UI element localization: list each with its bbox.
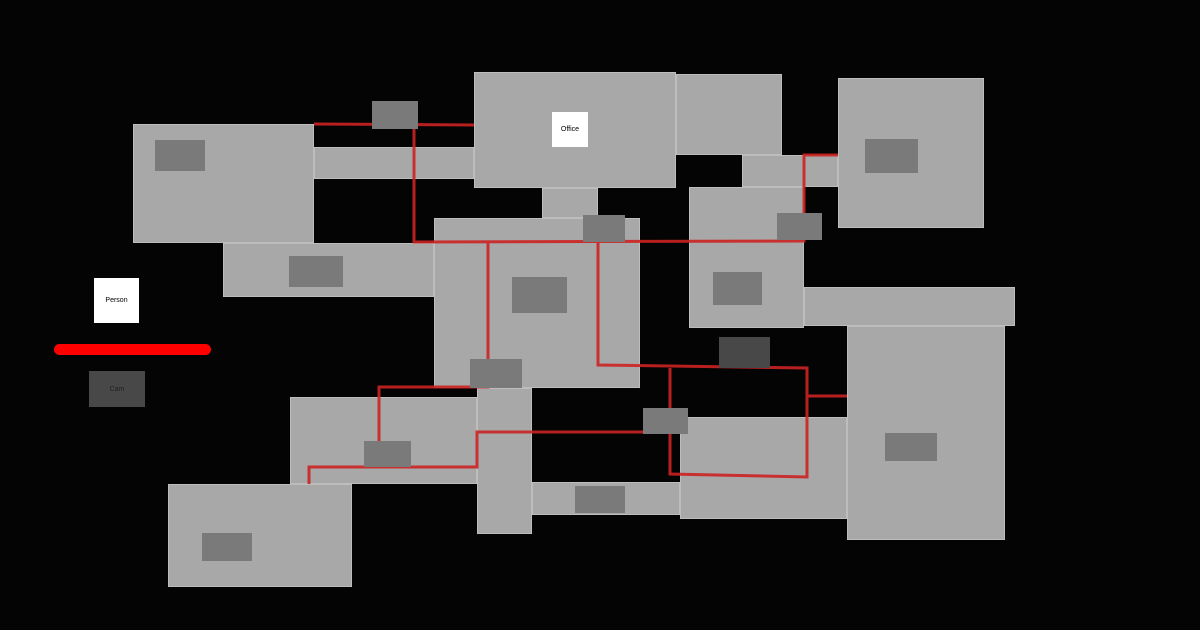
corridor-south-central [477, 388, 532, 534]
camera-6[interactable] [777, 213, 822, 240]
path-east [596, 242, 809, 479]
legend-camera: Cam [89, 371, 145, 407]
office-doorway [542, 188, 598, 218]
corridor-west [314, 147, 474, 179]
room-south-west [290, 397, 477, 484]
legend-person: Person [94, 278, 139, 323]
camera-4[interactable] [512, 277, 567, 313]
room-north-east [676, 74, 782, 155]
legend-path-line [54, 344, 211, 355]
camera-2[interactable] [155, 140, 205, 171]
camera-5[interactable] [583, 215, 625, 242]
camera-3[interactable] [289, 256, 343, 287]
corridor-east [804, 287, 1015, 326]
corridor-north-east [742, 155, 838, 187]
camera-15[interactable] [202, 533, 252, 561]
path-north-loop [412, 124, 838, 244]
camera-8[interactable] [713, 272, 762, 305]
camera-1[interactable] [372, 101, 418, 129]
room-south-west-lower [168, 484, 352, 587]
room-south-east [680, 417, 847, 519]
camera-7[interactable] [865, 139, 918, 173]
camera-12[interactable] [364, 441, 411, 467]
camera-13[interactable] [575, 486, 625, 513]
camera-11[interactable] [643, 408, 688, 434]
path-south [307, 430, 670, 484]
path-west [377, 242, 490, 467]
camera-9[interactable] [719, 337, 770, 368]
camera-10[interactable] [470, 359, 522, 388]
camera-14[interactable] [885, 433, 937, 461]
office-label: Office [552, 112, 588, 147]
